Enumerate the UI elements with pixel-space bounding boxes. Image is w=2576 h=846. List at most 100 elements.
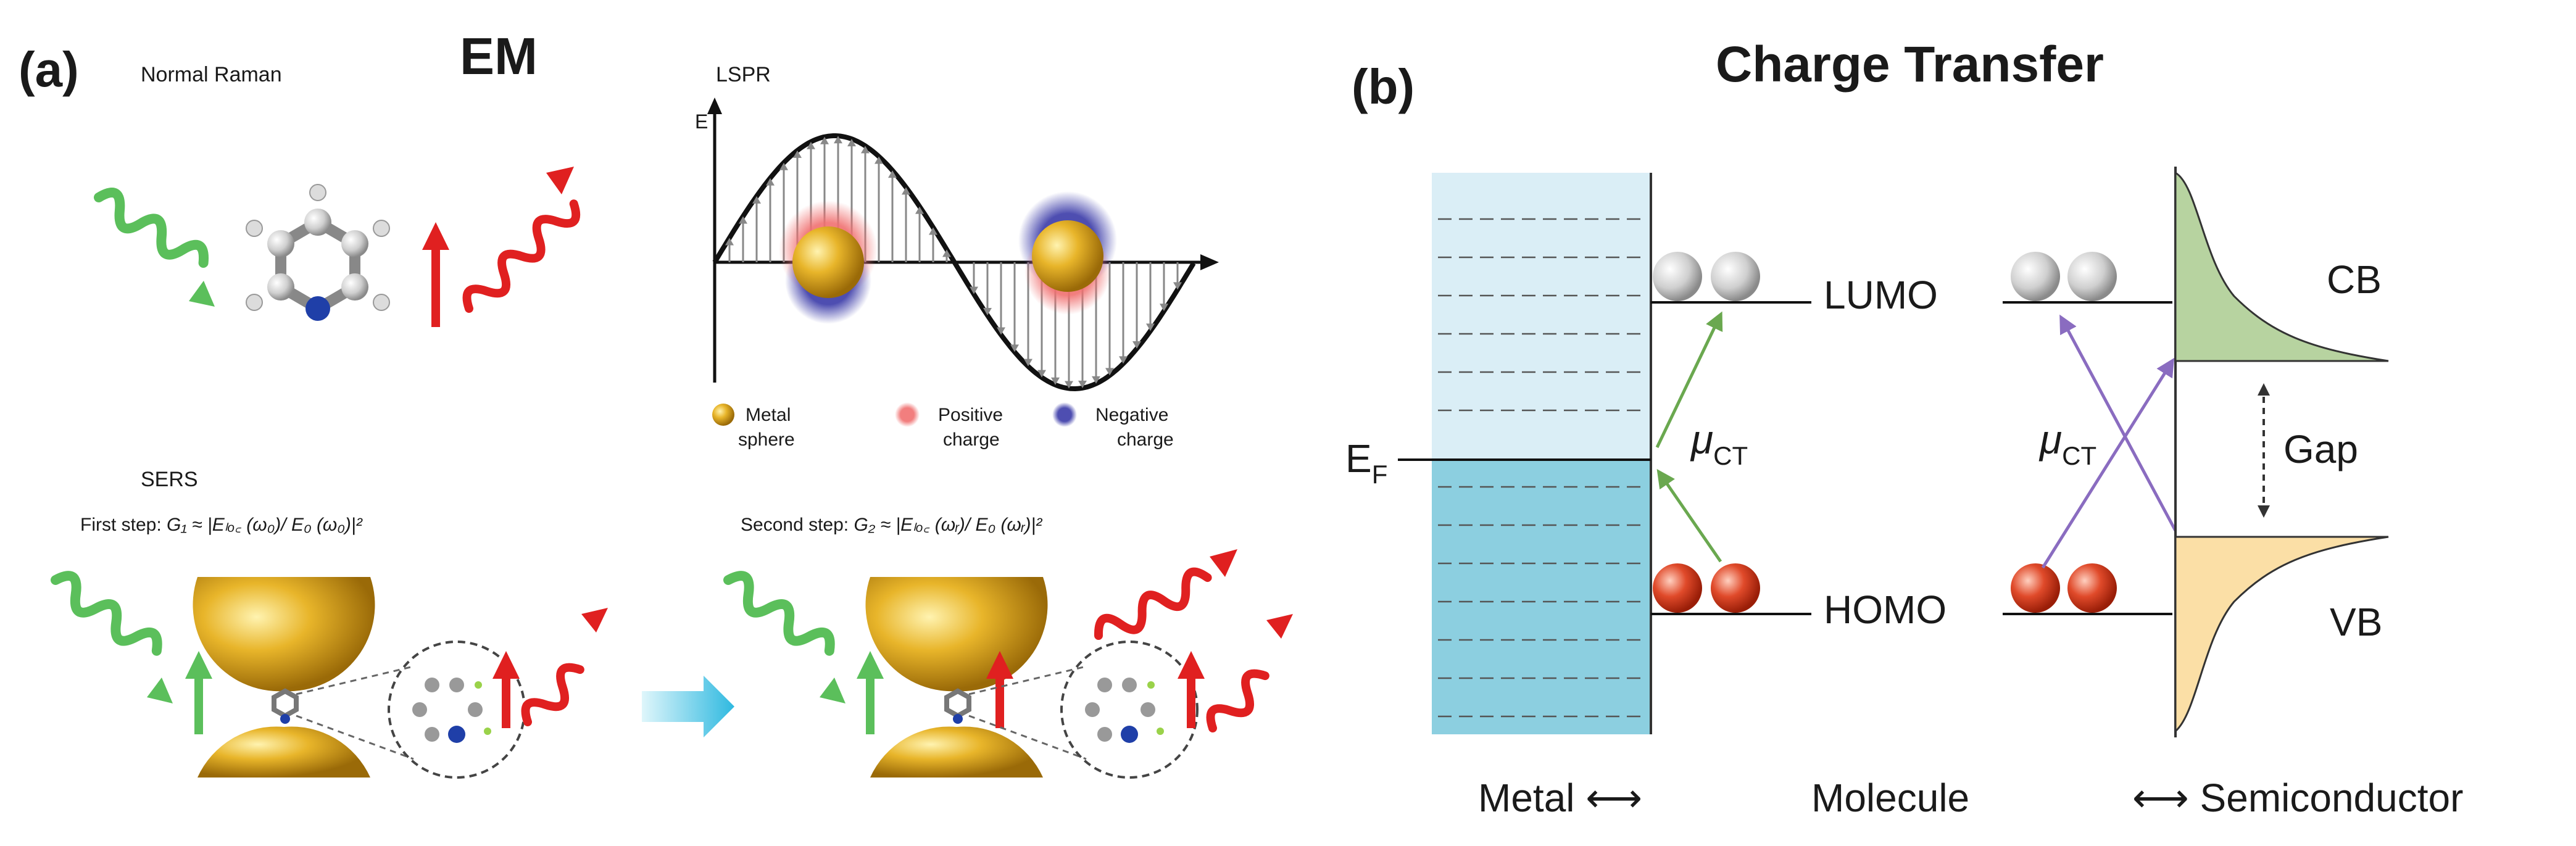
lspr-field-arrowhead	[752, 196, 761, 204]
lspr-field-arrowhead	[1078, 380, 1087, 388]
homo-electron-4-icon	[2067, 563, 2117, 613]
normal-raman-label: Normal Raman	[141, 63, 282, 86]
metal-level-dashes	[1438, 218, 1647, 718]
lspr-field-arrowhead	[929, 227, 937, 235]
adsorbed-molecule-2-icon	[944, 688, 971, 724]
ct-arrow-homo-to-ef	[1656, 469, 1722, 563]
lspr-field-arrowhead	[807, 141, 815, 149]
metal-sphere-2-icon	[1018, 191, 1117, 315]
lspr-field-arrowhead	[847, 139, 856, 147]
lspr-field-arrowhead	[861, 146, 870, 154]
homo-electron-3-icon	[2011, 563, 2060, 613]
homo-label: HOMO	[1824, 587, 1947, 632]
fermi-level-label: EF	[1345, 436, 1387, 489]
cb-label: CB	[2327, 257, 2382, 302]
lspr-field-arrowhead	[1173, 282, 1182, 290]
lspr-field-arrowhead	[1010, 344, 1019, 352]
lumo-label: LUMO	[1824, 273, 1938, 317]
bottom-label-metal: Metal ⟷	[1478, 776, 1642, 820]
legend-metal-sphere-icon	[712, 404, 734, 426]
gold-tip-upper-1	[193, 577, 375, 692]
lspr-field-arrowhead	[1105, 368, 1114, 376]
legend-negative-line1: Negative	[1095, 405, 1168, 425]
first-step-formula: First step: G₁ ≈ |Eₗₒ꜀ (ω₀)/ E₀ (ω₀)|²	[80, 515, 363, 535]
panel-b-label: (b)	[1352, 59, 1415, 114]
molecule-levels: LUMO HOMO μCT μCT	[1651, 252, 2177, 632]
lumo-electron-4-icon	[2067, 252, 2117, 301]
lspr-axis-label: E	[695, 110, 708, 133]
lspr-field-arrowhead	[997, 327, 1005, 335]
step-arrow-icon	[642, 676, 734, 737]
ct-arrow-vb-to-lumo	[2059, 314, 2177, 532]
legend-positive-line1: Positive	[938, 405, 1003, 425]
lspr-field-arrowhead	[875, 156, 883, 164]
pyridine-molecule-icon	[246, 184, 390, 321]
gap-label: Gap	[2283, 427, 2358, 471]
legend-metal-line1: Metal	[746, 405, 791, 425]
sers-step2-diagram	[723, 549, 1293, 779]
lspr-legend: Metal sphere Positive charge Negative ch…	[712, 402, 1174, 450]
adsorbed-molecule-1-icon	[272, 688, 299, 724]
lspr-field-arrowhead	[902, 187, 910, 195]
lspr-field-arrowhead	[888, 170, 897, 178]
legend-positive-line2: charge	[943, 429, 1000, 450]
lspr-field-arrowhead	[1037, 370, 1046, 378]
lspr-field-arrowhead	[1132, 341, 1141, 349]
lspr-field-arrowhead	[739, 216, 747, 224]
panel-a-label: (a)	[19, 42, 79, 97]
gold-tip-lower-2	[870, 726, 1043, 778]
lspr-field-arrowhead	[1051, 377, 1060, 385]
panel-a-title: EM	[460, 27, 538, 85]
sers-title: SERS	[141, 468, 198, 491]
legend-negative-charge-icon	[1052, 402, 1077, 427]
mu-ct-label-2: μCT	[2038, 417, 2096, 470]
homo-electron-1-icon	[1653, 563, 1702, 613]
bottom-label-molecule: Molecule	[1811, 776, 1969, 820]
lspr-field-arrowhead	[1065, 381, 1073, 389]
metal-band-block: EF	[1345, 173, 1652, 734]
zoom-molecule-2-icon	[1085, 678, 1164, 743]
panel-a: (a) EM Normal Raman	[19, 27, 1293, 779]
lspr-field-arrowhead	[983, 307, 992, 315]
gold-tip-upper-2	[865, 577, 1048, 692]
conduction-band	[2174, 171, 2389, 362]
lspr-field-arrowhead	[1146, 323, 1155, 331]
homo-electron-2-icon	[1711, 563, 1760, 613]
panel-b-title: Charge Transfer	[1716, 36, 2104, 93]
lspr-field-arrowhead	[1160, 304, 1168, 312]
legend-metal-line2: sphere	[738, 429, 795, 450]
lumo-electron-1-icon	[1653, 252, 1702, 301]
bottom-label-semiconductor: ⟷ Semiconductor	[2132, 776, 2463, 820]
gold-tip-lower-1	[197, 726, 370, 778]
lspr-diagram: E Metal sphere Posit	[695, 97, 1219, 450]
lspr-field-arrowhead	[779, 162, 788, 170]
lspr-field-arrowhead	[970, 286, 978, 294]
sers-step1-diagram	[51, 571, 608, 779]
legend-negative-line2: charge	[1117, 429, 1174, 450]
semiconductor-bands: CB VB Gap	[2174, 167, 2389, 737]
lspr-field-arrowhead	[834, 136, 842, 144]
zoom-molecule-1-icon	[412, 678, 491, 743]
metal-unfilled-states	[1432, 173, 1651, 460]
dipole-arrow-icon	[422, 222, 449, 327]
lspr-field-arrowhead	[1119, 356, 1128, 364]
second-step-formula: Second step: G₂ ≈ |Eₗₒ꜀ (ωᵣ)/ E₀ (ωᵣ)|²	[741, 515, 1042, 535]
zoom-circle-2	[1060, 641, 1199, 779]
lspr-field-arrowhead	[1092, 376, 1100, 384]
metal-sphere-1-icon	[779, 201, 878, 324]
vb-label: VB	[2330, 600, 2382, 644]
legend-positive-charge-icon	[895, 402, 920, 427]
lspr-field-arrowhead	[766, 178, 775, 186]
lspr-field-arrowhead	[725, 238, 734, 246]
mu-ct-label-1: μCT	[1690, 417, 1748, 470]
lumo-electron-2-icon	[1711, 252, 1760, 301]
lspr-field-wave	[712, 133, 1196, 392]
lspr-field-arrowhead	[915, 206, 924, 214]
lspr-field-arrowhead	[793, 150, 802, 158]
lspr-field-arrowhead	[820, 136, 829, 144]
lspr-field-arrowhead	[942, 249, 951, 257]
valence-band	[2174, 536, 2389, 734]
lumo-electron-3-icon	[2011, 252, 2060, 301]
normal-raman-scattered-wave	[462, 167, 581, 313]
